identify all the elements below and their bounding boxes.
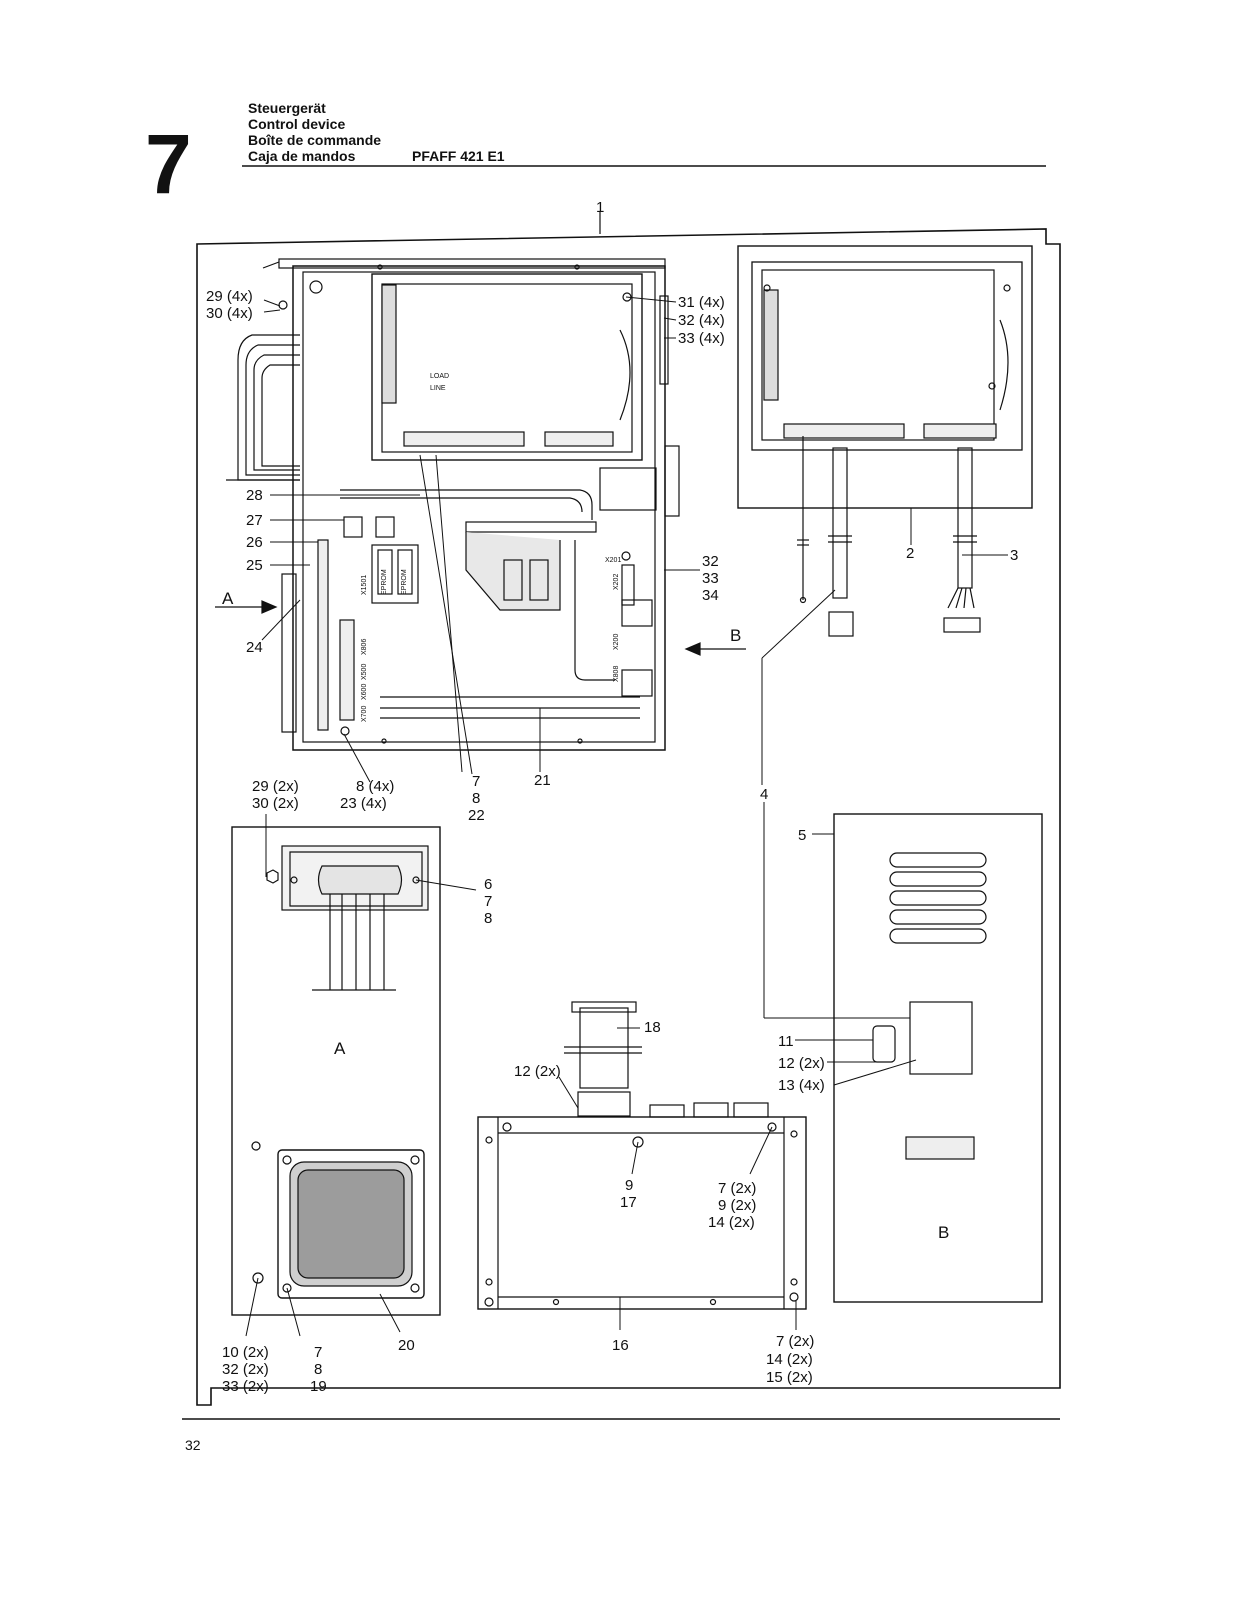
callout-7e: 7: [472, 773, 480, 790]
callout-12b: 12 (2x): [778, 1055, 825, 1072]
fan-filter: [277, 1149, 425, 1299]
callout-32c: 32: [702, 553, 719, 570]
section-number: 7: [145, 117, 192, 211]
callout-7a: 7 (2x): [718, 1180, 756, 1197]
callout-13: 13 (4x): [778, 1077, 825, 1094]
callout-32b: 32 (2x): [222, 1361, 269, 1378]
callout-2: 2: [906, 545, 914, 562]
callout-30a: 30 (4x): [206, 305, 253, 322]
callout-4: 4: [760, 786, 768, 803]
callout-27: 27: [246, 512, 263, 529]
callout-12a: 12 (2x): [514, 1063, 561, 1080]
board-mark-x500: X500: [361, 664, 368, 680]
callout-3: 3: [1010, 547, 1018, 564]
page-number: 32: [185, 1437, 201, 1453]
title-english: Control device: [248, 116, 346, 132]
callout-24: 24: [246, 639, 263, 656]
eprom-socket-pair: [371, 544, 419, 604]
callout-9: 9: [625, 1177, 633, 1194]
board-mark-load: LOAD: [430, 373, 449, 380]
callout-28: 28: [246, 487, 263, 504]
bottom-housing: [477, 1001, 807, 1310]
board-mark-line: LINE: [430, 385, 446, 392]
callout-10: 10 (2x): [222, 1344, 269, 1361]
callout-6: 6: [484, 876, 492, 893]
callout-26: 26: [246, 534, 263, 551]
callout-22: 22: [468, 807, 485, 824]
callout-8c: 8: [314, 1361, 322, 1378]
eprom-chip-1: [503, 559, 523, 601]
view-a-label: A: [334, 1039, 346, 1058]
callout-34: 34: [702, 587, 719, 604]
callout-16: 16: [612, 1337, 629, 1354]
callout-8f: 8: [472, 790, 480, 807]
ribbon-cable: [579, 1007, 629, 1089]
view-a-arrow-label: A: [222, 589, 234, 608]
board-mark-x1501: X1501: [361, 575, 368, 595]
board-mark-x600: X600: [361, 684, 368, 700]
pcb-detail-panel: [737, 245, 1033, 637]
callout-7b: 7 (2x): [776, 1333, 814, 1350]
board-markings: EPROM EPROM X201 X202 X200 X808 X1501 X8…: [361, 373, 621, 722]
title-block: Steuergerät Control device Boîte de comm…: [248, 100, 381, 164]
board-mark-x700: X700: [361, 706, 368, 722]
callout-9a: 9 (2x): [718, 1197, 756, 1214]
control-device-assembly: [226, 258, 680, 751]
board-mark-eprom2: EPROM: [401, 569, 408, 595]
title-french: Boîte de commande: [248, 132, 382, 148]
eprom-chip-2: [529, 559, 549, 601]
view-b-cover: [833, 813, 1043, 1303]
callout-33c: 33: [702, 570, 719, 587]
callout-23: 23 (4x): [340, 795, 387, 812]
callout-8d: 8: [484, 910, 492, 927]
callout-5: 5: [798, 827, 806, 844]
view-b-arrowhead: [684, 642, 701, 656]
callout-7d: 7: [484, 893, 492, 910]
callout-15b: 15 (2x): [766, 1369, 813, 1386]
cap-nut-icon: [266, 869, 279, 884]
callout-21: 21: [534, 772, 551, 789]
callout-20: 20: [398, 1337, 415, 1354]
title-german: Steuergerät: [248, 100, 326, 116]
callout-31: 31 (4x): [678, 294, 725, 311]
sub-d-connector-icon: [872, 1025, 896, 1063]
main-pcb: [371, 273, 643, 461]
callout-8e: 8 (4x): [356, 778, 394, 795]
view-a-panel: [231, 826, 441, 1316]
view-a-arrowhead: [261, 600, 278, 614]
view-b-arrow-label: B: [730, 626, 741, 645]
callout-19: 19: [310, 1378, 327, 1395]
title-spanish: Caja de mandos: [248, 148, 356, 164]
callout-7c: 7: [314, 1344, 322, 1361]
callout-29b: 29 (2x): [252, 778, 299, 795]
board-mark-x201: X201: [605, 557, 621, 564]
callout-14a: 14 (2x): [708, 1214, 755, 1231]
connector-plate: [909, 1001, 973, 1075]
callout-18: 18: [644, 1019, 661, 1036]
leader-lines: [245, 296, 1008, 1337]
callout-labels: 1 29 (4x) 30 (4x) 31 (4x) 32 (4x) 33 (4x…: [206, 199, 1018, 1395]
callout-1: 1: [596, 199, 604, 216]
callout-29a: 29 (4x): [206, 288, 253, 305]
callout-30b: 30 (2x): [252, 795, 299, 812]
callout-11: 11: [778, 1033, 794, 1050]
board-mark-x200: X200: [613, 634, 620, 650]
callout-33a: 33 (4x): [678, 330, 725, 347]
board-mark-x202: X202: [613, 574, 620, 590]
view-b-label: B: [938, 1223, 949, 1242]
diagram-frame: [196, 228, 1061, 1406]
callout-14b: 14 (2x): [766, 1351, 813, 1368]
model-name: PFAFF 421 E1: [412, 148, 505, 164]
board-mark-x808: X808: [613, 666, 620, 682]
board-mark-x806: X806: [361, 639, 368, 655]
callout-17: 17: [620, 1194, 637, 1211]
callout-25: 25: [246, 557, 263, 574]
callout-32a: 32 (4x): [678, 312, 725, 329]
type-plate: [905, 1136, 975, 1160]
callout-33b: 33 (2x): [222, 1378, 269, 1395]
board-mark-eprom1: EPROM: [381, 569, 388, 595]
